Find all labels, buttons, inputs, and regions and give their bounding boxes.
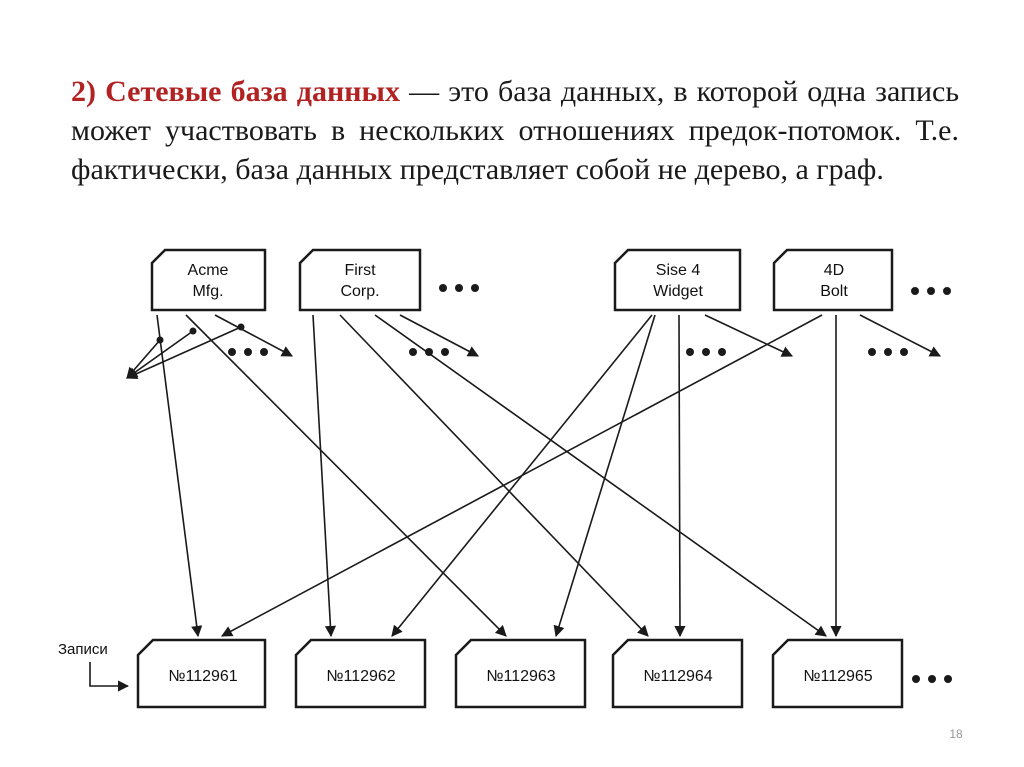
record-box-112963: №112963: [454, 638, 587, 709]
item-number: 2): [71, 75, 106, 108]
relationship-arrows: [125, 314, 941, 638]
arrow-first-to-rec4: [339, 314, 649, 637]
owner-box-sise-4-widget: Sise 4 Widget: [613, 248, 742, 312]
record-label: №112963: [486, 668, 555, 685]
record-label: №112965: [803, 668, 872, 685]
page-number: 18: [949, 727, 963, 741]
term-network-database: Сетевые база данных: [105, 75, 400, 108]
definition-text: — это база данных, в которой одна запись…: [71, 75, 960, 186]
records-pointer-arrow: [89, 662, 130, 692]
owner-label-line2: Corp.: [340, 283, 379, 300]
ellipsis-first-more: [409, 348, 449, 356]
arrow-acme-to-more: [214, 314, 293, 357]
arrow-bolt-to-more: [859, 314, 941, 357]
arrow-acme-to-rec1: [156, 314, 203, 638]
owner-label-line2: Widget: [653, 283, 703, 300]
record-label: №112964: [643, 668, 712, 685]
ellipsis-bolt-more: [868, 348, 908, 356]
arrow-first-to-more: [399, 314, 479, 357]
owner-label-line1: 4D: [824, 262, 844, 279]
arrow-sise-to-more: [704, 314, 794, 357]
slide-text: 2) Сетевые база данных — это база данных…: [71, 72, 959, 189]
owner-box-4d-bolt: 4D Bolt: [772, 248, 894, 312]
owner-label-line2: Bolt: [820, 283, 848, 300]
arrow-first-to-rec2: [312, 314, 337, 638]
records-label: Записи: [58, 641, 108, 658]
arrow-first-to-rec5: [374, 314, 827, 637]
arrow-acme-left-c: [125, 326, 242, 379]
owner-label-line2: Mfg.: [192, 283, 223, 300]
arrow-sise-to-rec4: [674, 314, 686, 638]
record-label: №112961: [168, 668, 237, 685]
arrow-acme-to-rec3: [185, 314, 507, 637]
arrow-sise-to-rec3: [553, 314, 656, 638]
ellipsis-first-corp: [439, 284, 479, 292]
ellipsis-4d-bolt: [911, 287, 951, 295]
owner-box-first-corp: First Corp.: [298, 248, 422, 312]
record-box-112965: №112965: [771, 638, 904, 709]
owner-label-line1: Sise 4: [656, 262, 701, 279]
owner-label-line1: First: [344, 262, 376, 279]
record-box-112961: №112961: [136, 638, 267, 709]
arrow-bolt-to-rec1: [221, 314, 823, 637]
owner-box-acme: Acme Mfg.: [150, 248, 267, 312]
record-box-112964: №112964: [611, 638, 744, 709]
ellipsis-acme-more: [228, 348, 268, 356]
junction-dots: [156, 323, 245, 344]
owner-label-line1: Acme: [188, 262, 229, 279]
record-box-112962: №112962: [294, 638, 427, 709]
ellipsis-records-more: [912, 675, 952, 683]
record-label: №112962: [326, 668, 395, 685]
ellipsis-sise-more: [686, 348, 726, 356]
